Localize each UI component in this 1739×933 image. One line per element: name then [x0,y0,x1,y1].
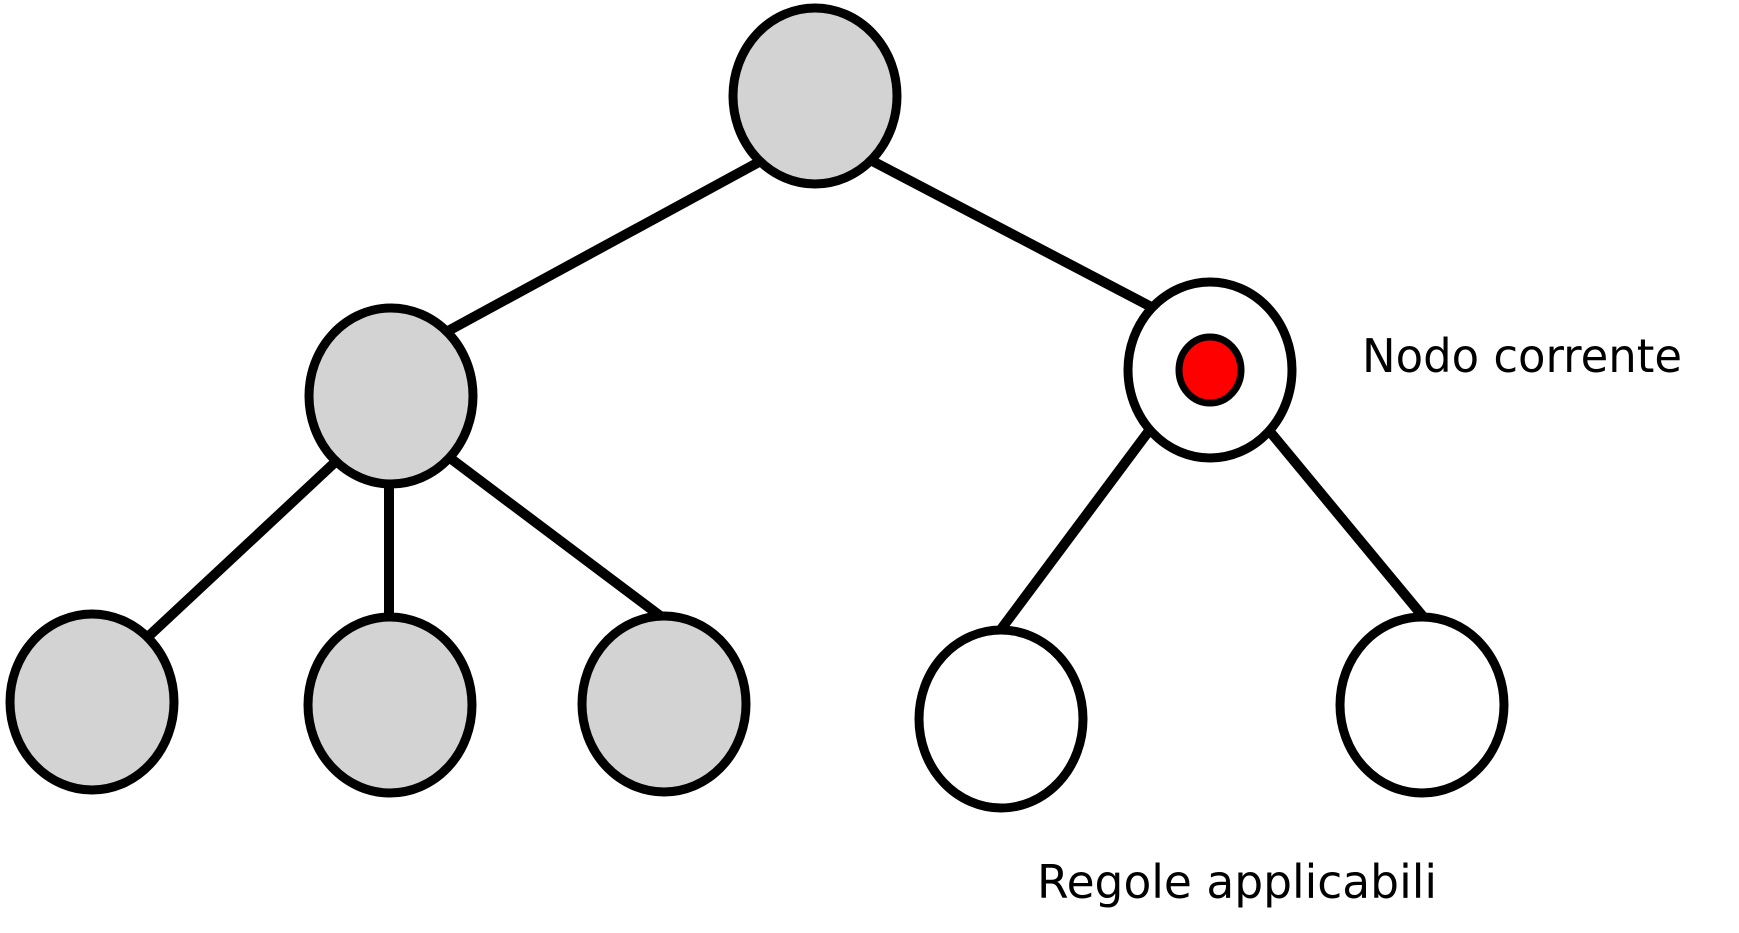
edges-layer [132,148,1434,652]
current-node-marker [1175,333,1245,407]
tree-edge-current-node-rule-candidate-1 [988,417,1162,643]
tree-node-rule-candidate-2 [1335,612,1509,798]
tree-edge-current-node-rule-candidate-2 [1253,412,1434,629]
tree-node-leaf-3 [577,611,751,797]
tree-node-leaf-2 [303,612,477,798]
tree-edge-root-current-node [854,148,1164,317]
tree-node-root [728,3,902,189]
applicable-rules-label: Regole applicabili [1037,855,1437,909]
tree-node-left-child [304,303,478,489]
tree-edge-root-left-child [434,151,773,342]
current-node-label: Nodo corrente [1362,329,1682,383]
tree-node-rule-candidate-1 [914,625,1088,813]
tree-node-leaf-1 [5,609,179,795]
tree-edge-left-child-leaf-3 [434,445,671,625]
tree-edge-left-child-leaf-1 [132,448,350,652]
nodes-layer [5,3,1509,813]
